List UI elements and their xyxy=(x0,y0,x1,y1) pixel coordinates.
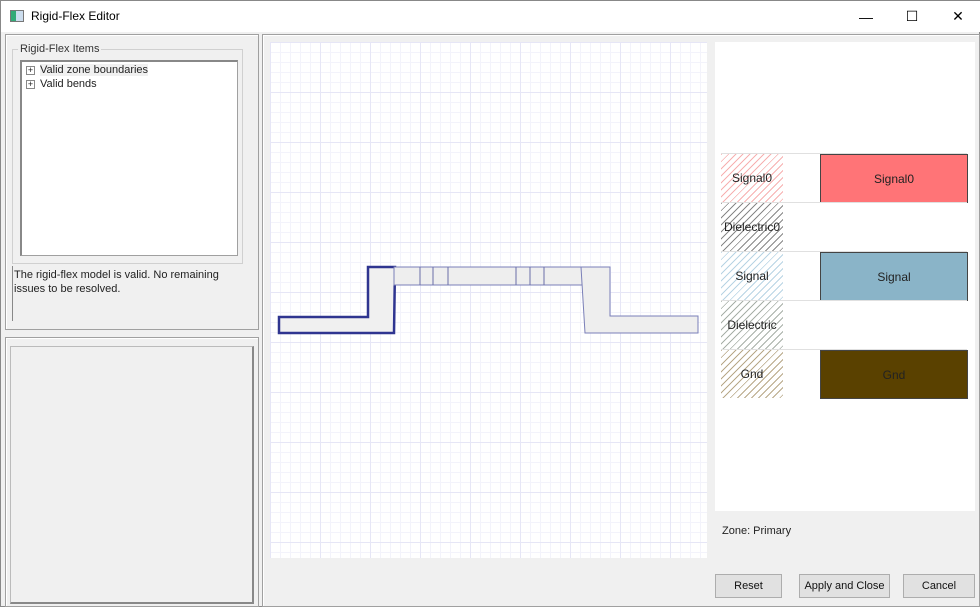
stackup-layer-row[interactable]: Signal Signal xyxy=(721,251,968,301)
layer-hatch-label: Signal xyxy=(721,252,783,300)
close-button[interactable]: ✕ xyxy=(952,8,964,24)
layer-box[interactable]: Signal xyxy=(820,252,968,301)
apply-and-close-button[interactable]: Apply and Close xyxy=(799,574,890,598)
properties-area xyxy=(10,346,254,604)
tree-item-bends[interactable]: + Valid bends xyxy=(26,77,97,91)
right-rigid-zone xyxy=(580,266,699,334)
layer-hatch-label: Signal0 xyxy=(721,154,783,202)
stackup-layer-row[interactable]: Gnd Gnd xyxy=(721,349,968,399)
expand-icon[interactable]: + xyxy=(26,78,35,89)
rigid-flex-items-group xyxy=(12,49,243,264)
layer-box[interactable]: Signal0 xyxy=(820,154,968,203)
status-message: The rigid-flex model is valid. No remain… xyxy=(12,266,243,321)
stackup-layer-row[interactable]: Signal0 Signal0 xyxy=(721,153,968,203)
cancel-button[interactable]: Cancel xyxy=(903,574,975,598)
tree-item-zone-boundaries[interactable]: + Valid zone boundaries xyxy=(26,63,149,77)
left-rigid-zone xyxy=(277,265,397,335)
stackup-layer-row[interactable]: Dielectric0 xyxy=(721,202,967,251)
maximize-button[interactable]: ☐ xyxy=(905,8,919,24)
layer-hatch-label: Dielectric xyxy=(721,301,783,349)
app-icon xyxy=(10,10,24,22)
layer-hatch-label: Gnd xyxy=(721,350,783,398)
bend-lines xyxy=(419,267,545,285)
minimize-button[interactable]: — xyxy=(859,8,873,25)
flex-zone xyxy=(393,266,610,286)
items-tree[interactable]: + Valid zone boundaries + Valid bends xyxy=(20,60,238,256)
stackup-layer-row[interactable]: Dielectric xyxy=(721,300,967,349)
layer-hatch-label: Dielectric0 xyxy=(721,203,783,251)
board-drawing xyxy=(277,265,699,335)
tree-item-label: Valid bends xyxy=(40,78,97,90)
group-label: Rigid-Flex Items xyxy=(18,43,102,55)
layer-box[interactable]: Gnd xyxy=(820,350,968,399)
properties-panel xyxy=(5,337,259,607)
title-bar: Rigid-Flex Editor — ☐ ✕ xyxy=(1,1,980,32)
window-title: Rigid-Flex Editor xyxy=(31,9,120,23)
tree-item-label: Valid zone boundaries xyxy=(40,64,149,76)
reset-button[interactable]: Reset xyxy=(715,574,782,598)
zone-label: Zone: Primary xyxy=(722,525,792,537)
expand-icon[interactable]: + xyxy=(26,64,35,75)
board-canvas[interactable] xyxy=(270,42,707,558)
items-panel xyxy=(5,34,259,330)
